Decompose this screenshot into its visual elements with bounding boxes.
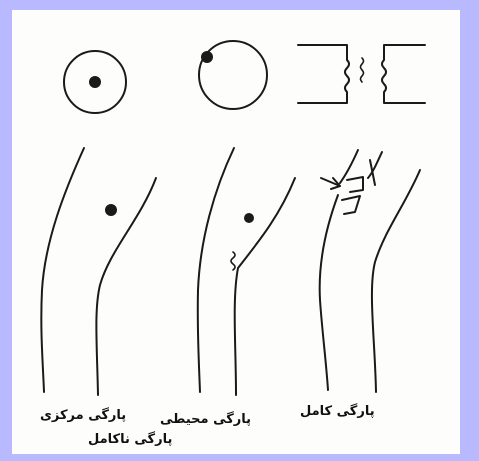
central-tear-label: پارگی مرکزی bbox=[40, 408, 126, 423]
peripheral-tear-spot bbox=[201, 51, 213, 63]
incomplete-tear-label: پارگی ناکامل bbox=[88, 432, 172, 447]
peripheral-tear-tendon bbox=[198, 148, 295, 395]
complete-tear-tendon bbox=[320, 150, 420, 392]
peripheral-tear-mark bbox=[244, 213, 254, 223]
peripheral-tear-cross-section bbox=[199, 41, 267, 109]
complete-tear-cross-section bbox=[298, 45, 425, 103]
central-tear-spot bbox=[89, 76, 101, 88]
central-tear-tendon bbox=[41, 148, 156, 395]
central-tear-cross-section bbox=[64, 51, 126, 113]
peripheral-tear-label: پارگی محیطی bbox=[160, 412, 251, 427]
complete-tear-label: پارگی کامل bbox=[300, 404, 375, 419]
central-tear-mark bbox=[105, 204, 117, 216]
